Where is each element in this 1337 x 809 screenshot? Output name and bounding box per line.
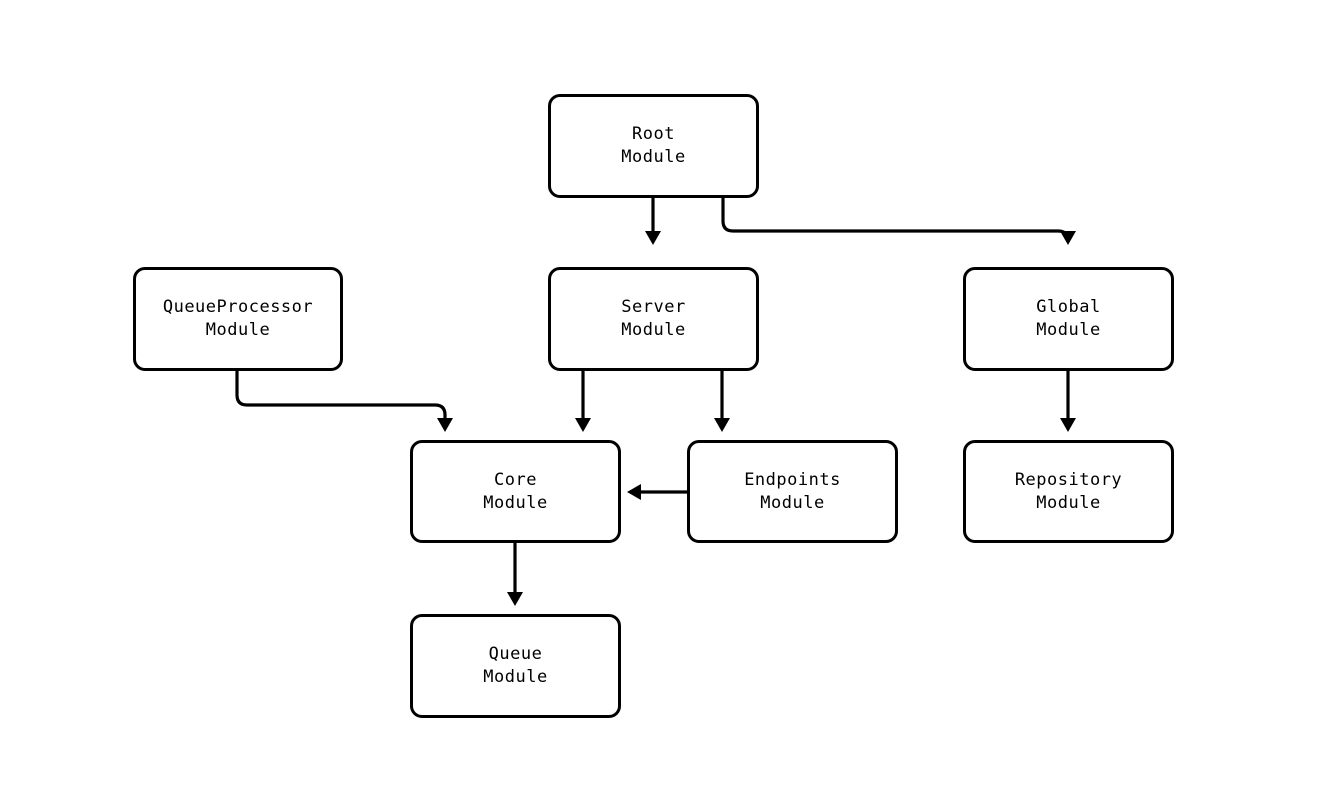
node-repository-module-label-line2: Module — [1036, 492, 1101, 513]
arrowhead-endpoints-to-core — [627, 484, 641, 500]
node-root-module-label-line2: Module — [621, 147, 686, 167]
node-queueprocessor-module[interactable]: QueueProcessor Module — [133, 267, 343, 371]
node-global-module-label-line2: Module — [1036, 320, 1101, 340]
node-endpoints-module[interactable]: Endpoints Module — [687, 440, 898, 543]
arrowhead-server-to-core — [575, 418, 591, 432]
node-repository-module[interactable]: Repository Module — [963, 440, 1174, 543]
node-queue-module-label-line2: Module — [483, 667, 548, 687]
node-root-module[interactable]: Root Module — [548, 94, 759, 198]
node-endpoints-module-label-line1: Endpoints — [744, 469, 841, 490]
node-core-module[interactable]: Core Module — [410, 440, 621, 543]
node-root-module-label-line1: Root — [632, 124, 675, 144]
arrowhead-root-to-global — [1060, 231, 1076, 245]
node-queueprocessor-module-label-line1: QueueProcessor — [162, 297, 314, 317]
arrowhead-root-to-server — [645, 231, 661, 245]
node-endpoints-module-label-line2: Module — [760, 492, 825, 513]
node-core-module-label-line2: Module — [483, 492, 548, 513]
node-global-module[interactable]: Global Module — [963, 267, 1174, 371]
node-queueprocessor-module-label-line2: Module — [205, 320, 271, 340]
arrowhead-queueprocessor-to-core — [437, 418, 453, 432]
node-core-module-label-line1: Core — [494, 469, 537, 490]
node-repository-module-label-line1: Repository — [1014, 469, 1123, 490]
node-queue-module[interactable]: Queue Module — [410, 614, 621, 718]
arrowhead-core-to-queue — [507, 592, 523, 606]
node-server-module-label-line2: Module — [621, 320, 686, 340]
node-global-module-label-line1: Global — [1036, 297, 1101, 317]
node-server-module-label-line1: Server — [621, 297, 686, 317]
node-queue-module-label-line1: Queue — [488, 644, 543, 664]
edge-queueprocessor-to-core — [235, 371, 447, 419]
arrowhead-global-to-repository — [1060, 418, 1076, 432]
arrowhead-server-to-endpoints — [714, 418, 730, 432]
node-server-module[interactable]: Server Module — [548, 267, 759, 371]
edge-root-to-global — [721, 198, 1070, 243]
